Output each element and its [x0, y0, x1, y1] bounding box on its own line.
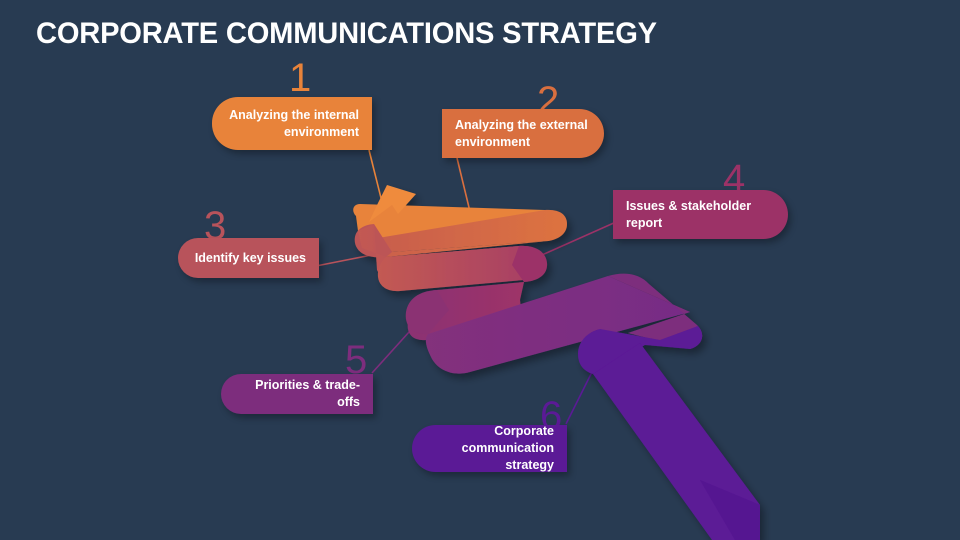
ribbon-arrowhead: [369, 185, 416, 222]
ribbon-segment-3b: [377, 245, 545, 292]
ribbon-segment-1: [353, 204, 555, 239]
step-number-5: 5: [345, 338, 368, 382]
step-callout-1[interactable]: Analyzing the internal environment: [212, 97, 372, 150]
step-number-1: 1: [289, 56, 312, 100]
step-callout-5-label: Priorities & trade-offs: [255, 378, 360, 409]
ribbon-turn-6: [578, 326, 703, 374]
ribbon-segment-5: [425, 276, 690, 374]
step-callout-2-label: Analyzing the external environment: [455, 117, 588, 149]
step-number-3: 3: [204, 204, 227, 248]
step-callout-3[interactable]: Identify key issues: [178, 238, 319, 278]
ribbon-turn-5: [608, 273, 703, 349]
ribbon-turn-4: [405, 290, 449, 335]
step-callout-1-label: Analyzing the internal environment: [229, 107, 359, 139]
ribbon-turn-1: [378, 209, 567, 252]
step-callout-4[interactable]: Issues & stakeholder report: [613, 190, 788, 239]
step-callout-3-label: Identify key issues: [194, 250, 306, 265]
step-callout-2[interactable]: Analyzing the external environment: [442, 109, 604, 158]
step-number-4: 4: [723, 157, 746, 201]
ribbon-turn-3: [512, 245, 548, 282]
ribbon-tail-end: [700, 480, 760, 540]
step-callout-4-label: Issues & stakeholder report: [626, 198, 752, 230]
page-title: Corporate Communications Strategy: [36, 17, 657, 50]
step-callout-6-label: Corporate communication strategy: [461, 424, 554, 472]
ribbon-body: [353, 185, 760, 540]
step-callout-6[interactable]: Corporate communication strategy: [412, 424, 567, 472]
step-callout-5[interactable]: Priorities & trade-offs: [221, 374, 373, 414]
